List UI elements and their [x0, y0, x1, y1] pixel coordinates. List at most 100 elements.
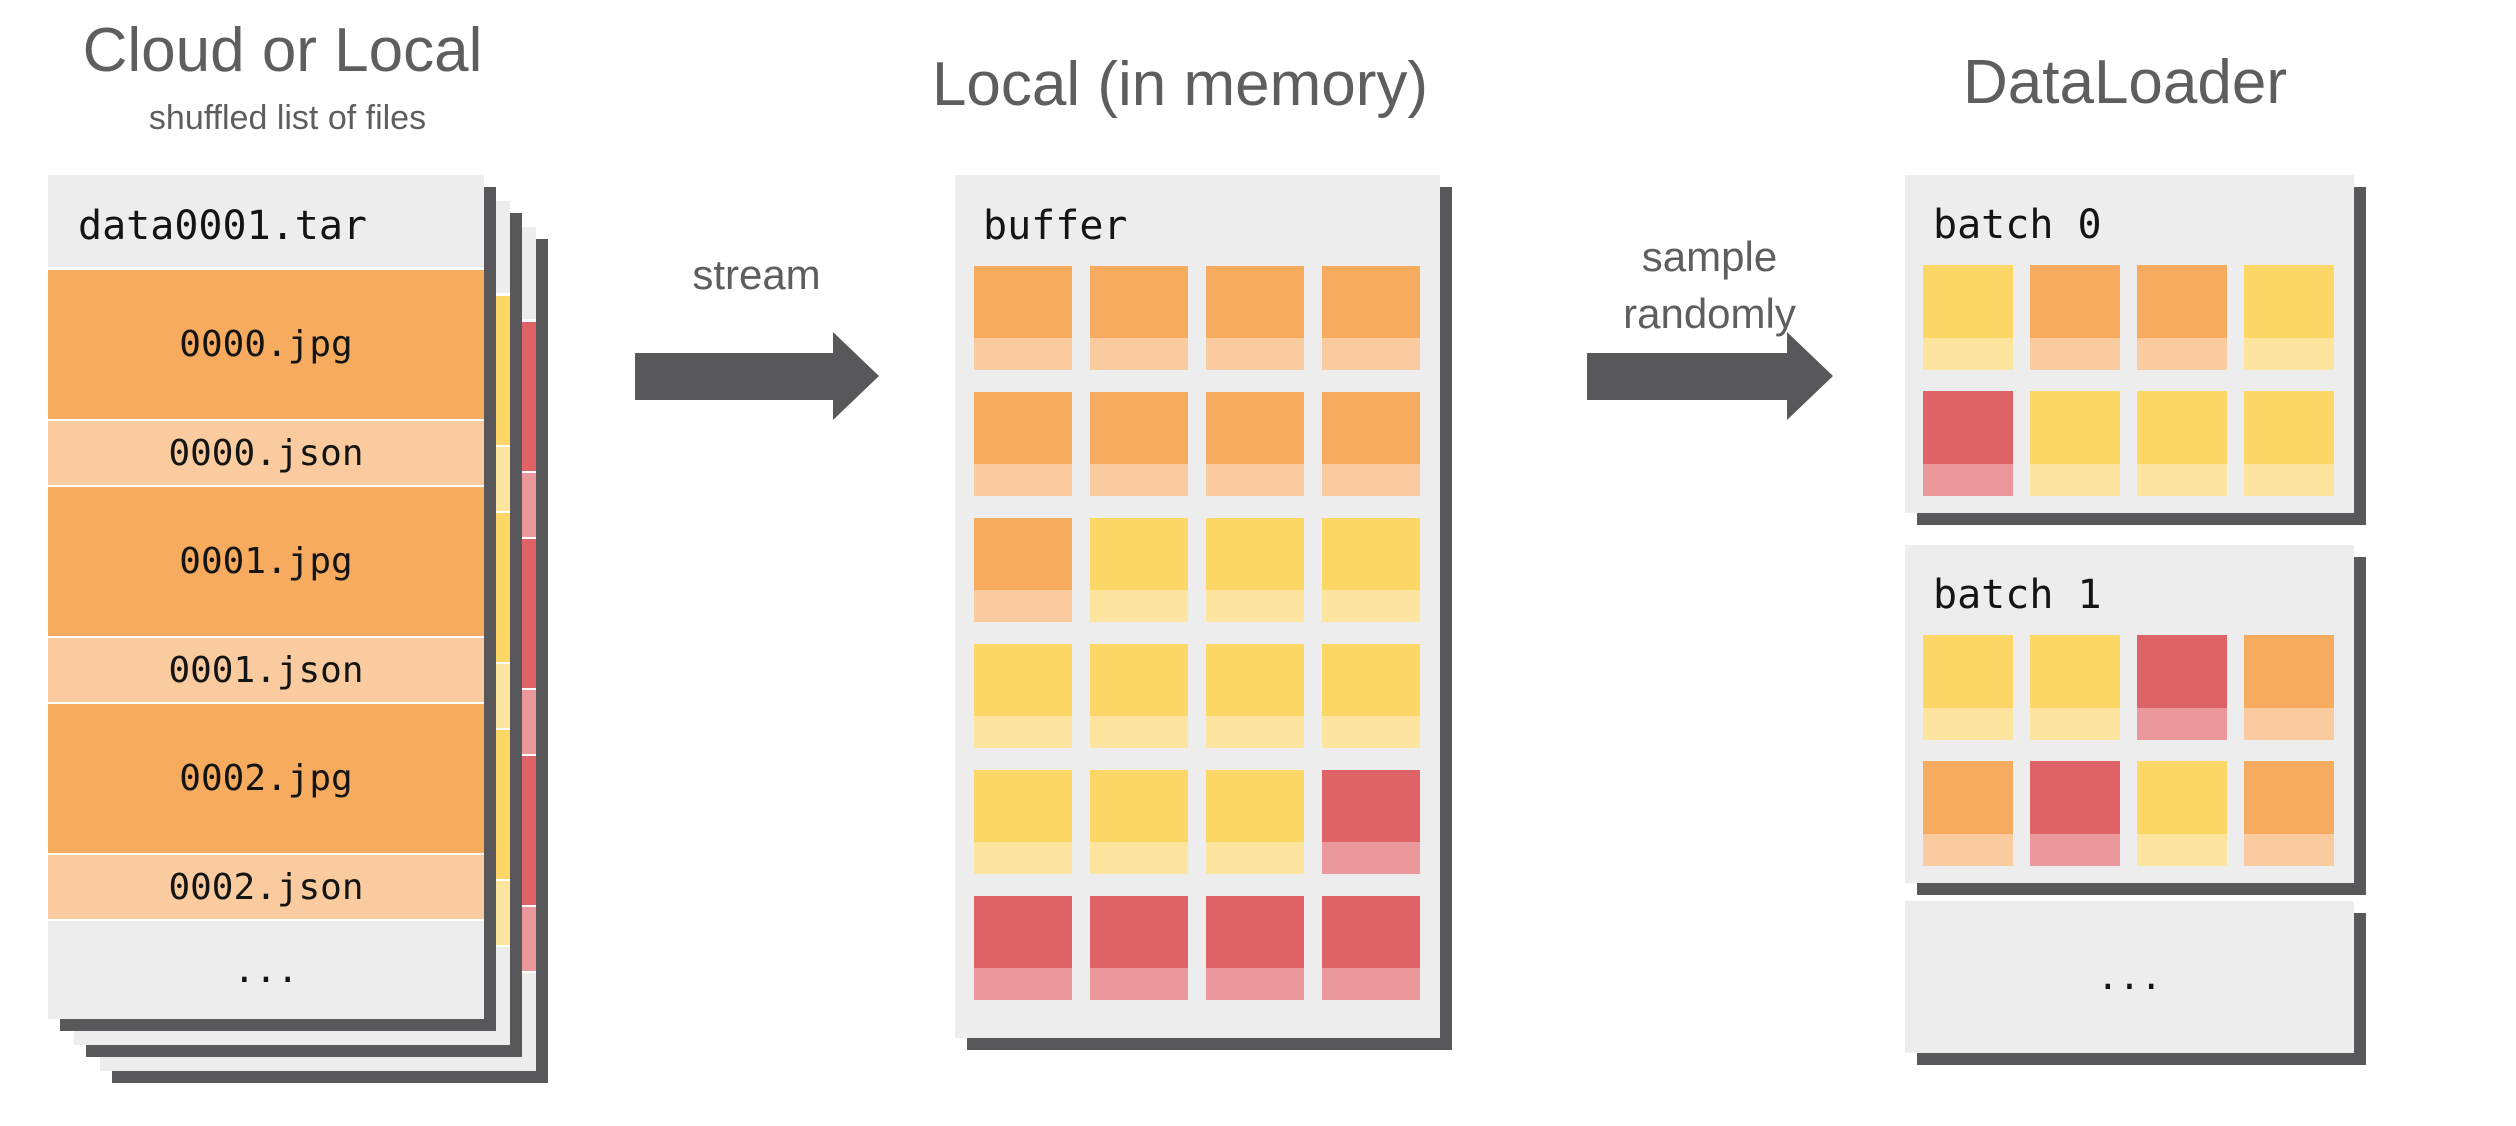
source-title: Cloud or Local	[82, 16, 483, 85]
sample-tile-footer	[2137, 834, 2227, 866]
stream-arrow-shaft	[635, 353, 833, 400]
sample-tile-footer	[1206, 464, 1304, 496]
sample-tile-footer	[1322, 716, 1420, 748]
sample-tile-footer	[1322, 842, 1420, 874]
sample-arrow-label: sample randomly	[1587, 228, 1832, 342]
sample-tile-red	[2030, 761, 2120, 866]
file-row: 0000.jpg	[48, 270, 484, 419]
sample-tile-red	[974, 896, 1072, 1000]
file-row: 0002.json	[48, 855, 484, 919]
buffer-card: buffer	[955, 175, 1440, 1038]
sample-tile-red	[1322, 896, 1420, 1000]
sample-tile-orange	[1322, 266, 1420, 370]
sample-tile-yellow	[2030, 391, 2120, 496]
sample-tile-footer	[974, 842, 1072, 874]
source-subtitle: shuffled list of files	[148, 99, 427, 137]
batch-grid-0	[1905, 265, 2354, 496]
sample-tile-yellow	[1090, 644, 1188, 748]
sample-tile-orange	[2137, 265, 2227, 370]
sample-tile-footer	[1090, 590, 1188, 622]
sample-arrow-label-line1: sample	[1641, 233, 1778, 280]
file-row: 0001.json	[48, 638, 484, 702]
sample-tile-yellow	[1923, 635, 2013, 740]
batch-label: batch 1	[1933, 572, 2102, 618]
stream-arrow-head	[833, 332, 879, 420]
sample-tile-red	[2137, 635, 2227, 740]
sample-tile-footer	[1090, 842, 1188, 874]
sample-tile-red	[1206, 896, 1304, 1000]
sample-tile-footer	[2030, 338, 2120, 370]
sample-tile-footer	[1322, 464, 1420, 496]
sample-tile-orange	[2244, 635, 2334, 740]
sample-tile-footer	[1322, 338, 1420, 370]
sample-tile-red	[1322, 770, 1420, 874]
sample-tile-orange	[974, 518, 1072, 622]
sample-tile-footer	[2137, 708, 2227, 740]
sample-arrow-shaft	[1587, 353, 1787, 400]
sample-arrow-label-line2: randomly	[1623, 290, 1796, 337]
sample-tile-footer	[1206, 590, 1304, 622]
sample-tile-orange	[974, 392, 1072, 496]
sample-tile-yellow	[1322, 518, 1420, 622]
sample-tile-yellow	[1206, 518, 1304, 622]
sample-tile-footer	[2030, 834, 2120, 866]
shard-name: data0001.tar	[48, 175, 484, 267]
sample-tile-footer	[974, 590, 1072, 622]
buffer-grid	[955, 266, 1440, 1000]
batch-grid-1	[1905, 635, 2354, 866]
sample-tile-footer	[1090, 464, 1188, 496]
batch-card-0: batch 0	[1905, 175, 2354, 513]
sample-tile-footer	[1206, 842, 1304, 874]
sample-tile-yellow	[2244, 265, 2334, 370]
sample-tile-yellow	[974, 770, 1072, 874]
sample-tile-orange	[2244, 761, 2334, 866]
shard-more-label: ...	[48, 921, 484, 1019]
sample-tile-yellow	[2030, 635, 2120, 740]
sample-tile-footer	[974, 716, 1072, 748]
sample-tile-yellow	[2137, 761, 2227, 866]
sample-tile-footer	[1090, 338, 1188, 370]
sample-tile-footer	[1090, 716, 1188, 748]
sample-tile-footer	[2137, 464, 2227, 496]
sample-tile-footer	[2244, 464, 2334, 496]
sample-tile-footer	[2137, 338, 2227, 370]
file-row: 0001.jpg	[48, 487, 484, 636]
sample-tile-orange	[1322, 392, 1420, 496]
sample-tile-footer	[1206, 716, 1304, 748]
sample-tile-orange	[1090, 266, 1188, 370]
sample-tile-footer	[1206, 338, 1304, 370]
sample-tile-footer	[974, 968, 1072, 1000]
sample-tile-footer	[2030, 708, 2120, 740]
file-row: 0000.json	[48, 421, 484, 485]
sample-tile-yellow	[1206, 644, 1304, 748]
batch-card-1: batch 1	[1905, 545, 2354, 883]
sample-tile-yellow	[2244, 391, 2334, 496]
sample-tile-yellow	[974, 644, 1072, 748]
memory-title: Local (in memory)	[931, 50, 1429, 119]
sample-tile-footer	[2030, 464, 2120, 496]
sample-tile-orange	[974, 266, 1072, 370]
sample-tile-footer	[1923, 464, 2013, 496]
sample-tile-footer	[1923, 834, 2013, 866]
dataloader-title: DataLoader	[1962, 48, 2288, 117]
sample-arrow-head	[1787, 332, 1833, 420]
batch-more-card: ...	[1905, 901, 2354, 1053]
sample-tile-footer	[1322, 968, 1420, 1000]
sample-tile-footer	[1206, 968, 1304, 1000]
sample-tile-yellow	[1090, 770, 1188, 874]
sample-tile-red	[1090, 896, 1188, 1000]
sample-tile-yellow	[1090, 518, 1188, 622]
batch-label: batch 0	[1933, 202, 2102, 248]
sample-tile-yellow	[1322, 644, 1420, 748]
sample-tile-red	[1923, 391, 2013, 496]
sample-tile-orange	[1206, 266, 1304, 370]
sample-tile-orange	[2030, 265, 2120, 370]
sample-tile-footer	[2244, 708, 2334, 740]
sample-tile-orange	[1206, 392, 1304, 496]
sample-tile-footer	[1090, 968, 1188, 1000]
sample-tile-yellow	[1923, 265, 2013, 370]
sample-tile-footer	[974, 338, 1072, 370]
buffer-label: buffer	[983, 202, 1128, 249]
